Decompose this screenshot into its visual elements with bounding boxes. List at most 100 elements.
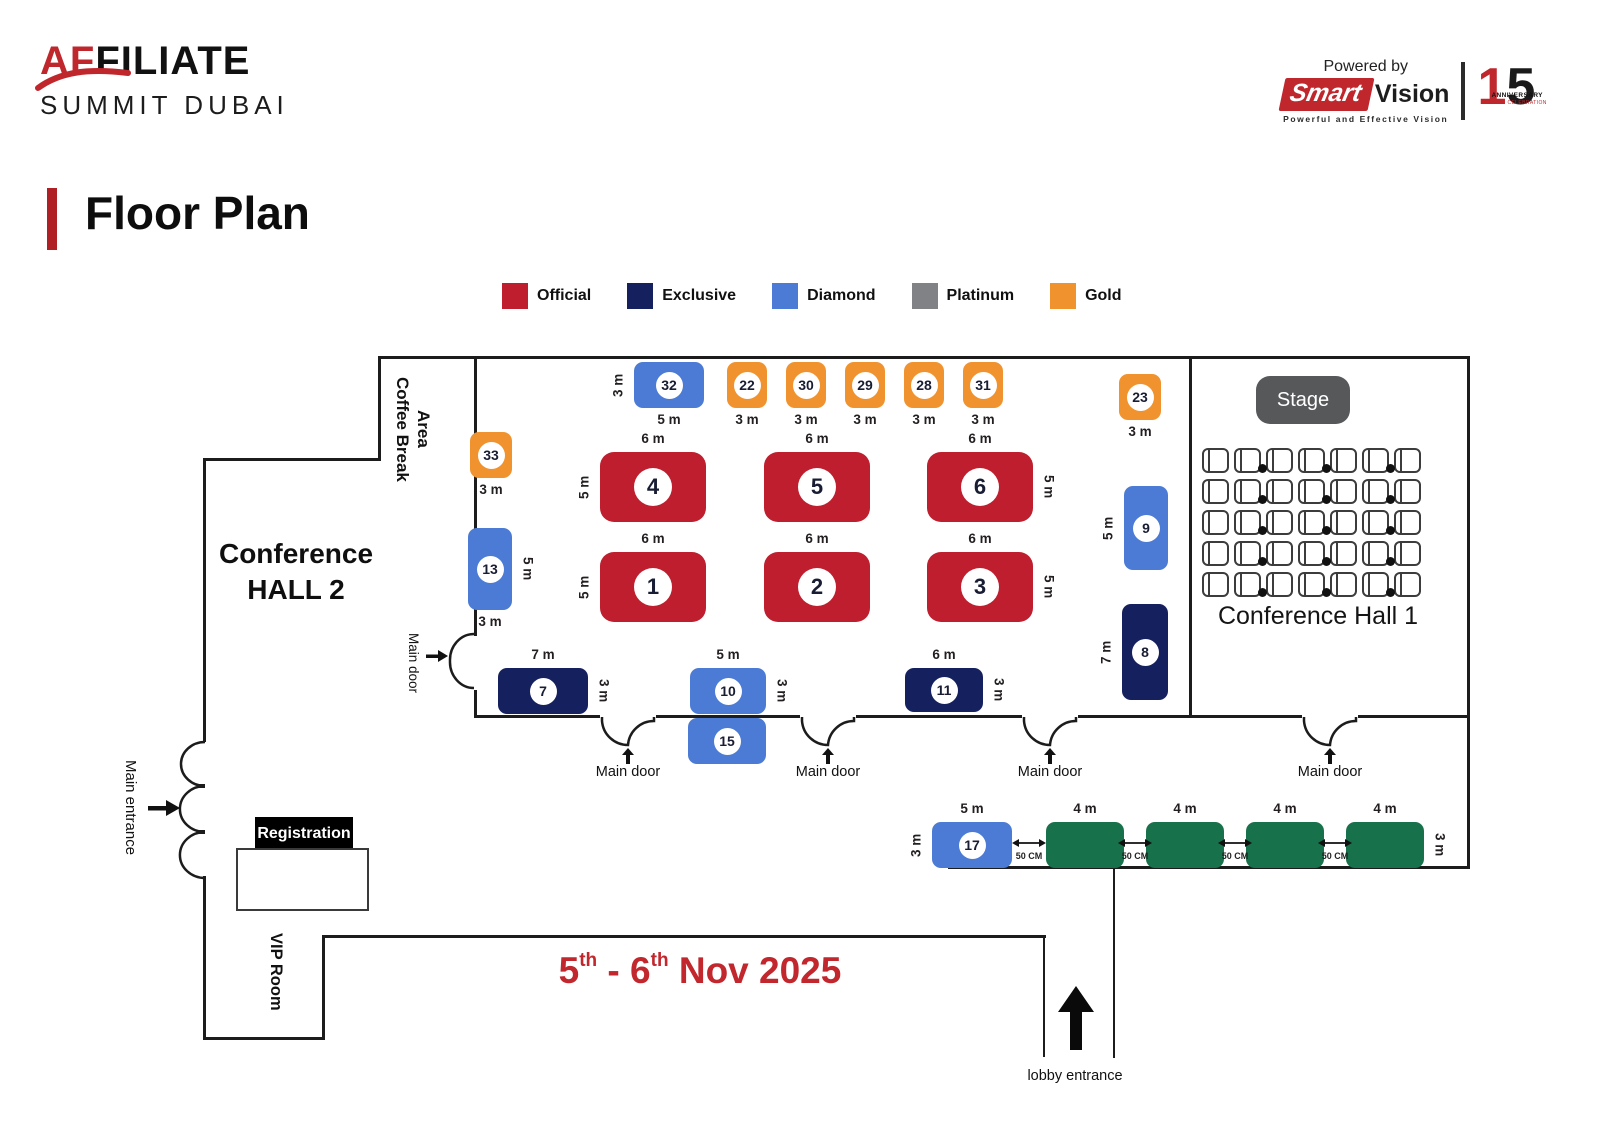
wall-outer-left-lower xyxy=(203,876,206,1040)
booth-number: 22 xyxy=(733,371,761,399)
legend-swatch-gold xyxy=(1050,283,1077,309)
booth-number: 2 xyxy=(798,568,836,606)
dimension-label: 4 m xyxy=(1373,801,1397,816)
seat xyxy=(1298,479,1325,504)
registration-desk xyxy=(236,848,369,911)
wall-vip-right xyxy=(322,935,325,1040)
legend-item-official: Official xyxy=(502,283,591,309)
seat xyxy=(1202,541,1229,566)
gap-arrow-icon xyxy=(1118,839,1152,847)
dimension-label: 3 m xyxy=(774,679,790,703)
main-door-arrow-icon xyxy=(822,748,834,764)
wall-lower-horizontal xyxy=(322,935,1046,938)
main-door-icon xyxy=(800,717,856,747)
main-door-icon xyxy=(1022,717,1078,747)
seat xyxy=(1394,479,1421,504)
booth-33: 33 xyxy=(470,432,512,478)
seat xyxy=(1362,510,1389,535)
booth-6: 6 xyxy=(927,452,1033,522)
booth-10: 10 xyxy=(690,668,766,714)
seat xyxy=(1394,572,1421,597)
person-dot-icon xyxy=(1322,495,1331,504)
booth-number: 15 xyxy=(713,727,741,755)
person-dot-icon xyxy=(1258,526,1267,535)
gap-distance-label: 50 CM xyxy=(1221,851,1249,861)
booth-number: 6 xyxy=(961,468,999,506)
legend-label: Exclusive xyxy=(662,287,737,304)
person-dot-icon xyxy=(1322,557,1331,566)
booth-15: 15 xyxy=(688,718,766,764)
dimension-label: 7 m xyxy=(531,647,555,662)
booth-number: 29 xyxy=(851,371,879,399)
anniversary-digit-5: 5 xyxy=(1506,58,1536,116)
booth-g4 xyxy=(1346,822,1424,868)
dimension-label: 3 m xyxy=(1128,424,1152,439)
celebration-text: CELEBRATION xyxy=(1507,100,1547,106)
wall-lobby-left xyxy=(1043,935,1045,1057)
event-date: 5th - 6th Nov 2025 xyxy=(558,949,842,991)
booth-number: 10 xyxy=(714,677,742,705)
brand-tagline: Powerful and Effective Vision xyxy=(1283,114,1449,124)
legend-item-diamond: Diamond xyxy=(772,283,876,309)
dimension-label: 5 m xyxy=(1041,575,1057,599)
seat xyxy=(1298,448,1325,473)
seat xyxy=(1362,448,1389,473)
dimension-label: 3 m xyxy=(596,679,612,703)
seat xyxy=(1298,572,1325,597)
dimension-label: 4 m xyxy=(1273,801,1297,816)
gap-arrow-icon xyxy=(1318,839,1352,847)
booth-5: 5 xyxy=(764,452,870,522)
seat xyxy=(1298,510,1325,535)
booth-3: 3 xyxy=(927,552,1033,622)
seat xyxy=(1234,479,1261,504)
booth-number: 31 xyxy=(969,371,997,399)
main-entrance-doors-icon xyxy=(178,740,206,880)
booth-number: 4 xyxy=(634,468,672,506)
dimension-label: 3 m xyxy=(735,412,759,427)
seat xyxy=(1330,541,1357,566)
wall-bottom-seg3 xyxy=(856,715,1022,718)
gap-arrow-icon xyxy=(1218,839,1252,847)
wall-hall-divider xyxy=(1189,356,1192,718)
person-dot-icon xyxy=(1258,588,1267,597)
booth-number: 8 xyxy=(1131,638,1159,666)
left-main-door-icon xyxy=(448,632,475,690)
wall-bottom-seg5 xyxy=(1358,715,1468,718)
booth-number: 28 xyxy=(910,371,938,399)
booth-number: 13 xyxy=(476,555,504,583)
person-dot-icon xyxy=(1258,464,1267,473)
wall-step-horizontal xyxy=(203,458,381,461)
lobby-entrance-arrow-icon xyxy=(1058,986,1094,1050)
booth-22: 22 xyxy=(727,362,767,408)
gap-distance-label: 50 CM xyxy=(1121,851,1149,861)
person-dot-icon xyxy=(1386,588,1395,597)
left-main-door-label: Main door xyxy=(406,632,421,694)
person-dot-icon xyxy=(1386,464,1395,473)
booth-30: 30 xyxy=(786,362,826,408)
seat xyxy=(1394,541,1421,566)
powered-by-label: Powered by xyxy=(1323,58,1408,75)
seat xyxy=(1202,479,1229,504)
legend-swatch-official xyxy=(502,283,528,309)
dimension-label: 6 m xyxy=(805,431,829,446)
main-door-arrow-icon xyxy=(1324,748,1336,764)
legend-label: Gold xyxy=(1085,287,1122,304)
wall-bottom-seg4 xyxy=(1078,715,1302,718)
booth-4: 4 xyxy=(600,452,706,522)
booth-13: 13 xyxy=(468,528,512,610)
legend-label: Official xyxy=(537,287,592,304)
seat xyxy=(1234,448,1261,473)
seat xyxy=(1362,479,1389,504)
dimension-label: 6 m xyxy=(968,531,992,546)
dimension-label: 6 m xyxy=(641,431,665,446)
smartvision-brand: Smart Vision xyxy=(1278,78,1449,111)
dimension-label: 3 m xyxy=(991,678,1007,702)
page-title: Floor Plan xyxy=(85,187,310,239)
gap-distance-label: 50 CM xyxy=(1015,851,1043,861)
stage: Stage xyxy=(1256,376,1350,424)
booth-g2 xyxy=(1146,822,1224,868)
seat xyxy=(1266,479,1293,504)
